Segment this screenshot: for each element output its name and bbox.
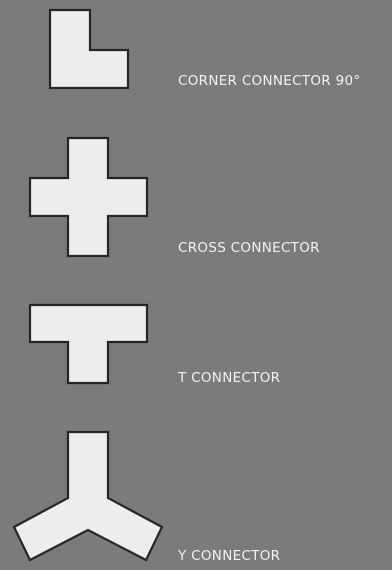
cross-connector-label: CROSS CONNECTOR [178,240,320,256]
corner-connector-label: CORNER CONNECTOR 90° [178,73,361,89]
corner-connector-icon [48,8,130,90]
t-connector-label: T CONNECTOR [178,370,281,386]
y-connector-icon [12,430,164,562]
t-connector-icon [28,303,149,385]
cross-connector-icon [28,136,149,258]
y-connector-label: Y CONNECTOR [178,548,281,564]
